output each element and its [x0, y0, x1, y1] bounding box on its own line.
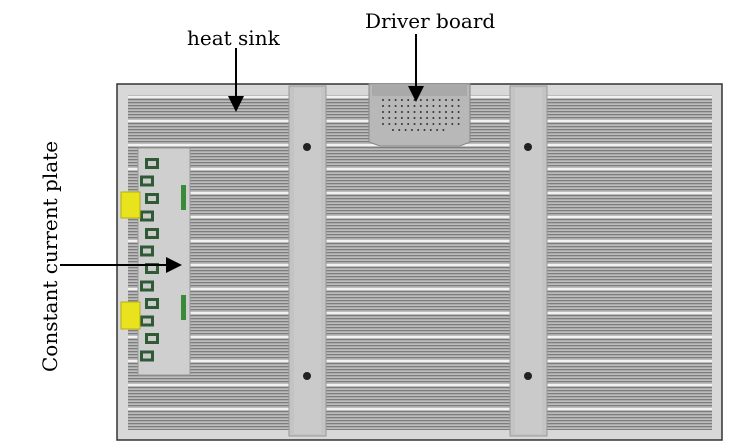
plate-connector-pin: [143, 283, 151, 289]
driver-board-label: Driver board: [365, 9, 496, 33]
vent-hole: [398, 129, 401, 131]
plate-connector-pin: [148, 196, 156, 201]
vent-hole: [426, 117, 429, 119]
vent-hole: [432, 105, 435, 107]
vent-hole: [451, 111, 454, 113]
yellow-connector: [120, 191, 141, 219]
vent-hole: [432, 117, 435, 119]
vent-hole: [413, 117, 416, 119]
vent-hole: [394, 111, 397, 113]
vent-hole: [426, 99, 429, 101]
vent-hole: [445, 123, 447, 125]
plate-connector-pin: [148, 301, 156, 306]
vent-hole: [382, 105, 384, 107]
vent-hole: [457, 99, 460, 101]
vent-hole: [388, 123, 391, 125]
vent-hole: [451, 99, 454, 101]
vent-hole: [438, 105, 441, 107]
vent-hole: [438, 123, 441, 125]
constant-current-plate-label: Constant current plate: [38, 140, 62, 372]
mounting-bracket-right: [509, 85, 548, 437]
driver-board: [368, 83, 471, 147]
vent-hole: [407, 111, 410, 113]
vent-hole: [426, 111, 429, 113]
vent-hole: [392, 129, 394, 131]
vent-hole: [394, 105, 397, 107]
vent-hole: [413, 111, 416, 113]
vent-hole: [388, 105, 391, 107]
vent-hole: [382, 123, 384, 125]
vent-hole: [429, 129, 432, 131]
vent-hole: [432, 123, 435, 125]
heat-sink-label: heat sink: [187, 26, 280, 50]
plate-connector-pin: [143, 213, 151, 219]
vent-hole: [426, 123, 429, 125]
vent-hole: [400, 123, 403, 125]
pcb-connector: [181, 185, 186, 210]
vent-hole: [417, 129, 420, 131]
plate-connector-pin: [143, 178, 151, 184]
vent-hole: [400, 105, 403, 107]
vent-hole: [438, 117, 441, 119]
vent-hole: [432, 99, 435, 101]
vent-hole: [457, 123, 460, 125]
vent-hole: [407, 105, 410, 107]
vent-hole: [413, 99, 416, 101]
plate-connector-pin: [148, 336, 156, 341]
vent-hole: [394, 123, 397, 125]
plate-connector-pin: [148, 266, 156, 271]
vent-hole: [413, 105, 416, 107]
pcb-connector: [181, 295, 186, 320]
vent-hole: [407, 117, 410, 119]
vent-hole: [423, 129, 426, 131]
vent-hole: [451, 117, 454, 119]
vent-hole: [445, 105, 447, 107]
vent-hole: [400, 99, 403, 101]
vent-hole: [419, 105, 422, 107]
plate-connector-pin: [143, 318, 151, 324]
mounting-bracket-left: [288, 85, 327, 437]
vent-hole: [382, 117, 384, 119]
vent-hole: [457, 117, 460, 119]
vent-hole: [419, 111, 422, 113]
vent-hole: [445, 99, 447, 101]
vent-hole: [451, 123, 454, 125]
vent-hole: [457, 111, 460, 113]
vent-hole: [419, 123, 422, 125]
plate-connector-pin: [148, 161, 156, 166]
vent-hole: [388, 117, 391, 119]
vent-hole: [413, 123, 416, 125]
vent-hole: [404, 129, 407, 131]
vent-hole: [382, 111, 384, 113]
vent-hole: [382, 99, 384, 101]
vent-hole: [438, 111, 441, 113]
vent-hole: [451, 105, 454, 107]
vent-hole: [419, 99, 422, 101]
vent-hole: [400, 111, 403, 113]
vent-hole: [407, 99, 410, 101]
vent-hole: [394, 99, 397, 101]
vent-hole: [457, 105, 460, 107]
vent-hole: [410, 129, 413, 131]
vent-hole: [438, 99, 441, 101]
yellow-connector: [120, 301, 141, 330]
plate-connector-pin: [143, 353, 151, 359]
vent-hole: [388, 99, 391, 101]
vent-hole: [394, 117, 397, 119]
plate-connectors: [140, 158, 159, 362]
vent-hole: [426, 105, 429, 107]
vent-hole: [432, 111, 435, 113]
vent-hole: [436, 129, 439, 131]
plate-connector-pin: [148, 231, 156, 236]
vent-hole: [407, 123, 410, 125]
vent-hole: [419, 117, 422, 119]
vent-hole: [445, 111, 447, 113]
vent-hole: [442, 129, 445, 131]
plate-connector-pin: [143, 248, 151, 254]
vent-hole: [400, 117, 403, 119]
vent-hole: [388, 111, 391, 113]
vent-hole: [445, 117, 447, 119]
